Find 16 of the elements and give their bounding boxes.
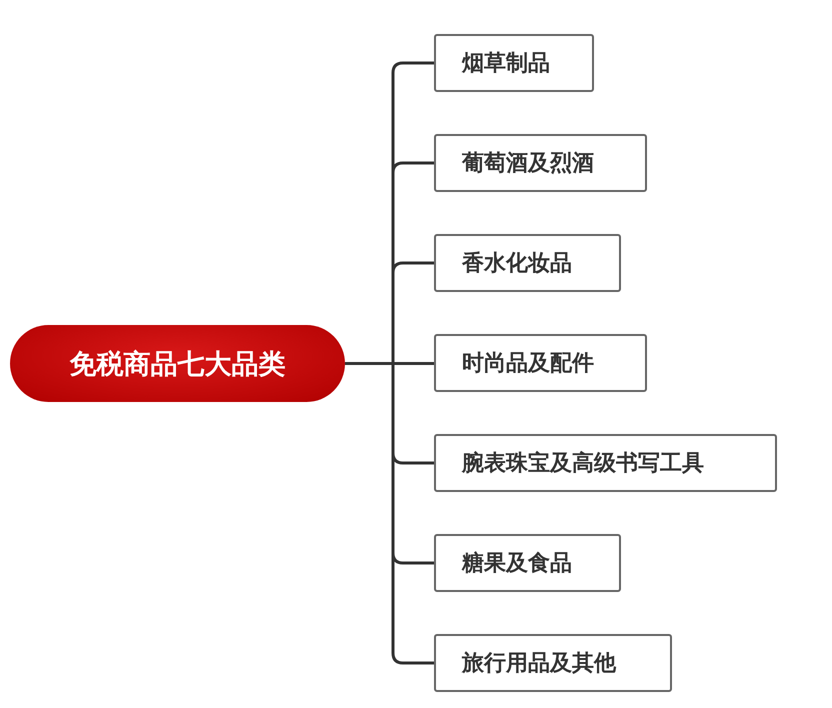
category-box xyxy=(434,234,621,292)
category-box xyxy=(434,134,647,192)
category-label: 旅行用品及其他 xyxy=(462,650,616,678)
category-box xyxy=(434,34,594,92)
category-label: 烟草制品 xyxy=(462,50,550,78)
category-label: 腕表珠宝及高级书写工具 xyxy=(462,450,704,478)
category-label: 糖果及食品 xyxy=(462,550,572,578)
connector-line xyxy=(345,362,434,664)
category-box xyxy=(434,534,621,592)
category-box xyxy=(434,334,647,392)
category-label: 葡萄酒及烈酒 xyxy=(462,150,594,178)
category-box xyxy=(434,434,777,492)
root-title: 免税商品七大品类 xyxy=(70,348,286,382)
category-label: 香水化妆品 xyxy=(462,250,572,278)
category-box xyxy=(434,634,672,692)
category-label: 时尚品及配件 xyxy=(462,350,594,378)
